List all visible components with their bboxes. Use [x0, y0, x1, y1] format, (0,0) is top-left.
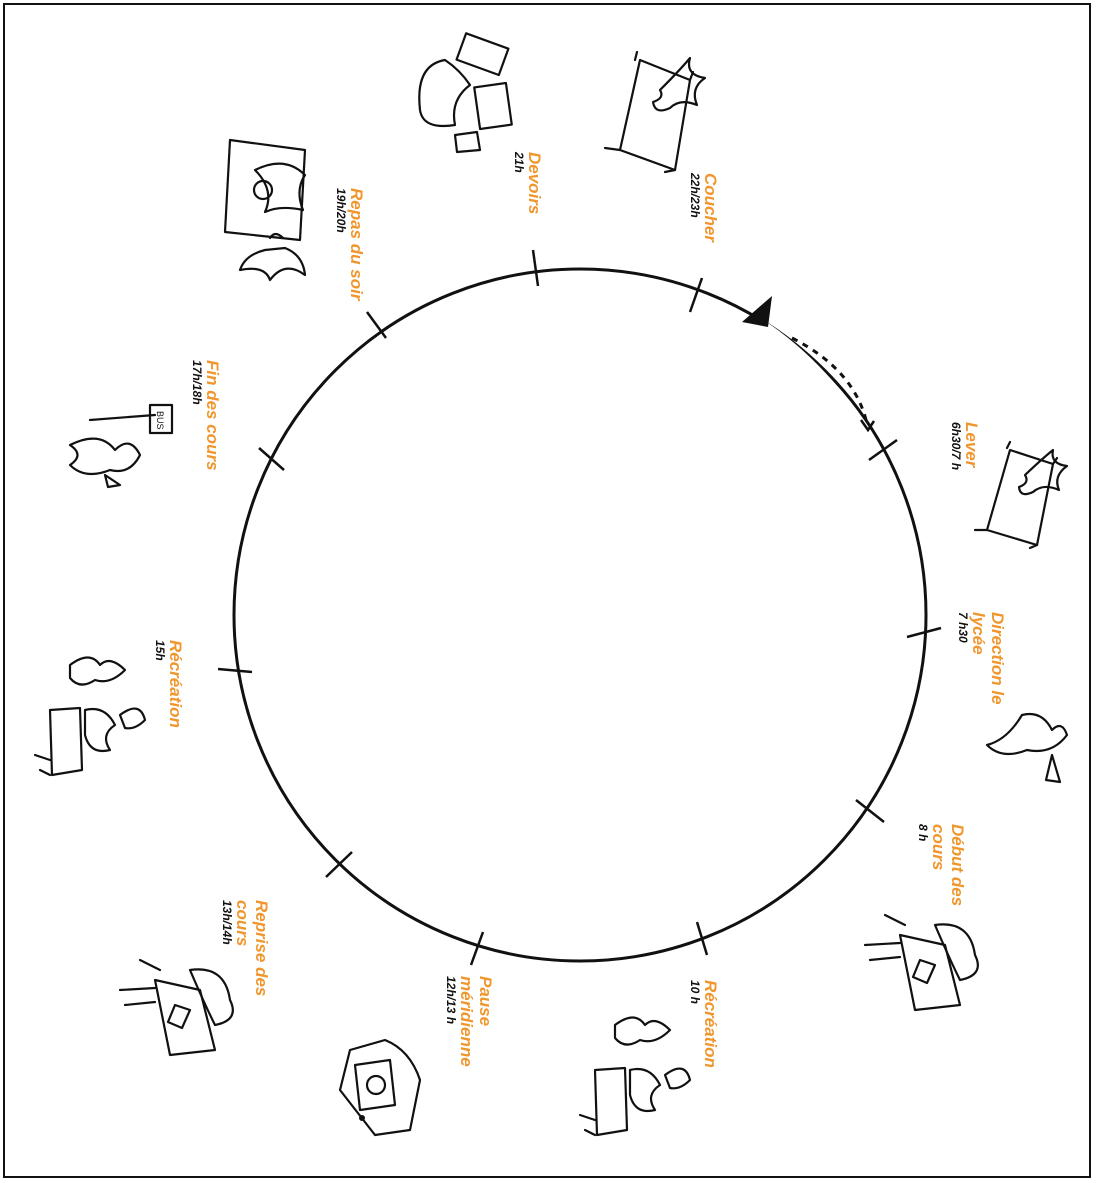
walking-person-icon [987, 714, 1067, 782]
step-time: 22h/23h [688, 172, 702, 218]
step-time: 13h/14h [220, 900, 234, 945]
step-fin-label: Fin des cours 17h/18h [190, 360, 222, 471]
playground-group-icon [35, 658, 145, 776]
step-repas-label: Repas du soir 19h/20h [334, 188, 366, 302]
lunch-icon [340, 1040, 420, 1135]
bed-icon [975, 442, 1067, 548]
step-time: 19h/20h [334, 188, 348, 233]
step-title: Récréation [701, 980, 720, 1068]
step-title: Début descours [929, 824, 967, 906]
step-title: Récréation [166, 640, 185, 728]
step-recre1-label: Récréation 10 h [688, 980, 720, 1068]
step-time: 6h30/7 h [949, 422, 963, 470]
step-time: 7 h30 [956, 612, 970, 643]
step-time: 10 h [688, 980, 702, 1004]
step-time: 17h/18h [190, 360, 204, 405]
step-title: Repas du soir [347, 188, 366, 302]
svg-text:BUS: BUS [155, 411, 165, 430]
step-reprise-label: Reprise descours 13h/14h [220, 900, 271, 996]
step-direction-label: Direction lelycée 7 h30 [956, 612, 1007, 705]
step-recre2-label: Récréation 15h [153, 640, 185, 728]
playground-group-icon [580, 1018, 690, 1136]
step-time: 21h [512, 151, 526, 173]
step-devoirs-label: Devoirs 21h [512, 151, 544, 214]
step-title: Direction lelycée [969, 612, 1007, 705]
step-pause-label: Pauseméridienne 12h/13 h [444, 976, 495, 1067]
step-title: Devoirs [525, 152, 544, 214]
step-time: 8 h [916, 824, 930, 841]
step-debut-label: Début descours 8 h [916, 824, 967, 906]
bus-stop-icon: BUS [70, 405, 172, 487]
step-title: Fin des cours [203, 360, 222, 471]
step-coucher-label: Coucher 22h/23h [688, 172, 720, 243]
step-title: Coucher [701, 173, 720, 243]
step-lever-label: Lever 6h30/7 h [949, 422, 981, 470]
dinner-table-icon [225, 140, 305, 280]
bed-icon [605, 52, 705, 172]
step-time: 15h [153, 640, 167, 661]
tick-pause [471, 932, 483, 965]
desk-student-icon [865, 915, 978, 1010]
step-title: Pauseméridienne [457, 976, 495, 1067]
tick-fin [259, 448, 284, 470]
desk-student-icon [120, 960, 233, 1055]
step-title: Reprise descours [233, 900, 271, 996]
tick-coucher [690, 278, 702, 312]
step-time: 12h/13 h [444, 976, 458, 1024]
cycle-tick-marks [218, 250, 941, 965]
cycle-gap [752, 316, 877, 452]
step-title: Lever [962, 422, 981, 469]
tick-recre2 [218, 669, 252, 672]
homework-icon [419, 33, 511, 152]
tick-devoirs [533, 250, 538, 286]
